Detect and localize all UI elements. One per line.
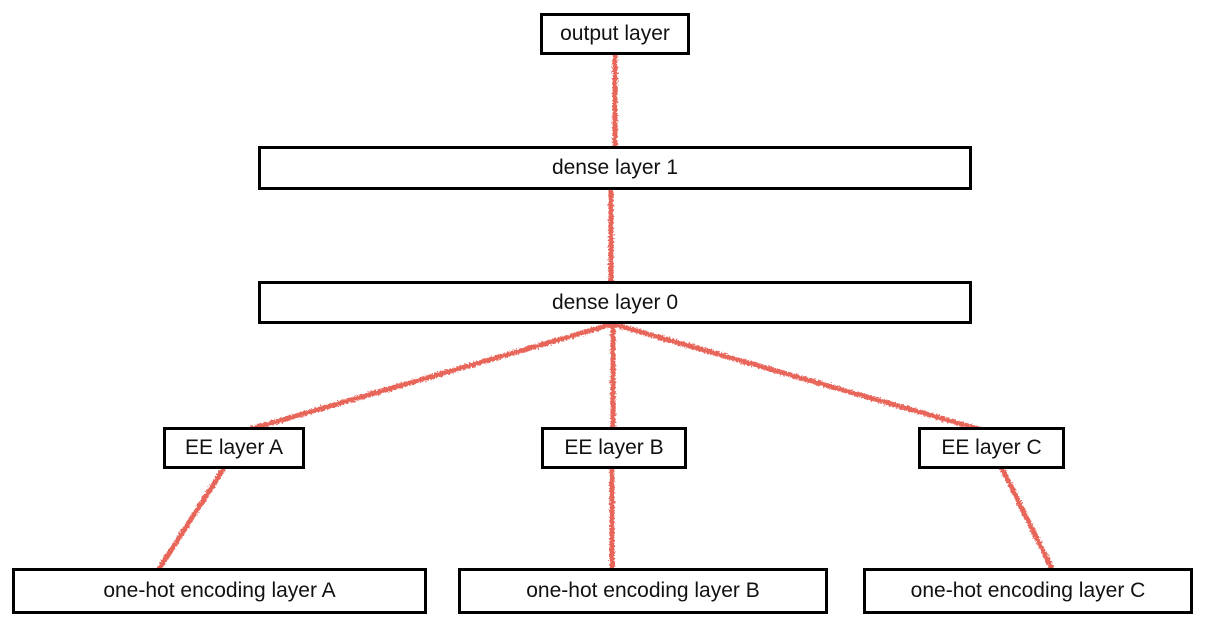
node-ee-layer-c: EE layer C [918,427,1065,469]
node-label: EE layer C [941,436,1042,459]
edge-dense0-ee-a [248,321,616,432]
edge-dense0-ee-c [610,321,985,433]
node-label: one-hot encoding layer A [103,579,336,602]
node-output-layer: output layer [540,13,690,55]
node-label: dense layer 0 [551,290,679,314]
node-label: dense layer 1 [551,156,679,179]
node-dense-layer-0: dense layer 0 [258,281,972,324]
edge-ee-c-onehot-c [999,465,1055,572]
node-label: one-hot encoding layer B [526,579,760,602]
node-onehot-encoding-layer-b: one-hot encoding layer B [458,568,828,614]
node-onehot-encoding-layer-c: one-hot encoding layer C [863,568,1193,614]
node-label: one-hot encoding layer C [910,579,1146,602]
node-label: EE layer B [564,436,664,459]
node-ee-layer-b: EE layer B [541,427,687,469]
node-onehot-encoding-layer-a: one-hot encoding layer A [12,568,427,614]
node-ee-layer-a: EE layer A [163,427,305,469]
node-label: EE layer A [184,436,284,459]
node-label: output layer [560,22,670,45]
node-dense-layer-1: dense layer 1 [258,146,972,190]
edge-ee-a-onehot-a [156,465,227,572]
